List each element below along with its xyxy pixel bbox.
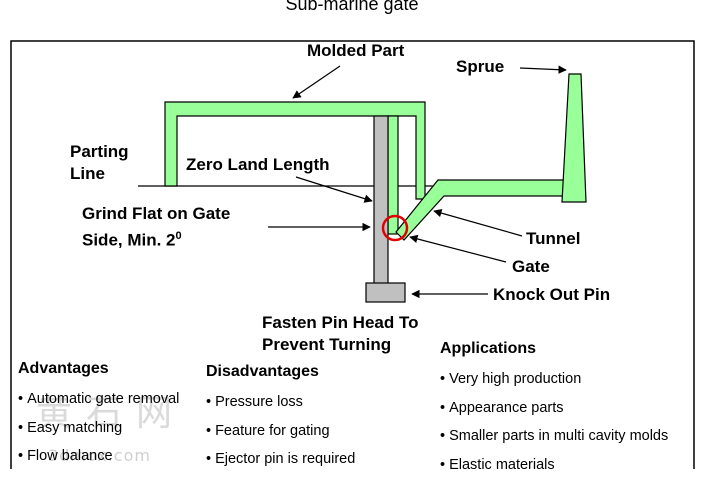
advantages-list: Automatic gate removal Easy matching Flo… (18, 389, 179, 475)
list-item: Appearance parts (440, 398, 668, 427)
list-item: Automatic gate removal (18, 389, 179, 418)
degree-superscript: 0 (176, 230, 182, 242)
arrow-molded-part (293, 66, 340, 98)
label-parting-line: Parting Line (70, 141, 129, 185)
label-gate: Gate (512, 256, 550, 278)
list-item: Smaller parts in multi cavity molds (440, 426, 668, 455)
label-tunnel: Tunnel (526, 228, 580, 250)
list-item: Feature for gating (206, 421, 355, 450)
disadvantages-list: Pressure loss Feature for gating Ejector… (206, 392, 355, 478)
label-grind-flat-2: Side, Min. 20 (82, 225, 230, 252)
label-sprue: Sprue (456, 56, 504, 78)
ejector-pin (374, 116, 388, 287)
disadvantages-heading: Disadvantages (206, 363, 319, 381)
sprue-shape (562, 74, 586, 202)
label-zero-land-length: Zero Land Length (186, 154, 330, 176)
applications-list: Very high production Appearance parts Sm… (440, 369, 668, 483)
label-parting-line-1: Parting (70, 141, 129, 163)
label-grind-flat-2-text: Side, Min. 2 (82, 231, 176, 250)
label-grind-flat: Grind Flat on Gate Side, Min. 20 (82, 203, 230, 252)
list-item: Very high production (440, 369, 668, 398)
label-grind-flat-1: Grind Flat on Gate (82, 203, 230, 225)
applications-heading: Applications (440, 340, 536, 358)
arrow-tunnel (434, 211, 522, 236)
label-knock-out-pin: Knock Out Pin (493, 284, 610, 306)
list-item: Ejector pin is required (206, 449, 355, 478)
advantages-heading: Advantages (18, 360, 109, 378)
label-fasten-pin-1: Fasten Pin Head To (262, 312, 419, 334)
label-fasten-pin: Fasten Pin Head To Prevent Turning (262, 312, 419, 356)
knock-out-pin-head (366, 283, 405, 302)
arrow-zero-land (296, 177, 372, 201)
list-item: Pressure loss (206, 392, 355, 421)
label-fasten-pin-2: Prevent Turning (262, 334, 419, 356)
list-item: Easy matching (18, 418, 179, 447)
arrow-sprue (520, 68, 566, 70)
list-item: Flow balance (18, 446, 179, 475)
label-parting-line-2: Line (70, 163, 129, 185)
arrow-gate (410, 237, 506, 262)
label-molded-part: Molded Part (307, 40, 404, 62)
